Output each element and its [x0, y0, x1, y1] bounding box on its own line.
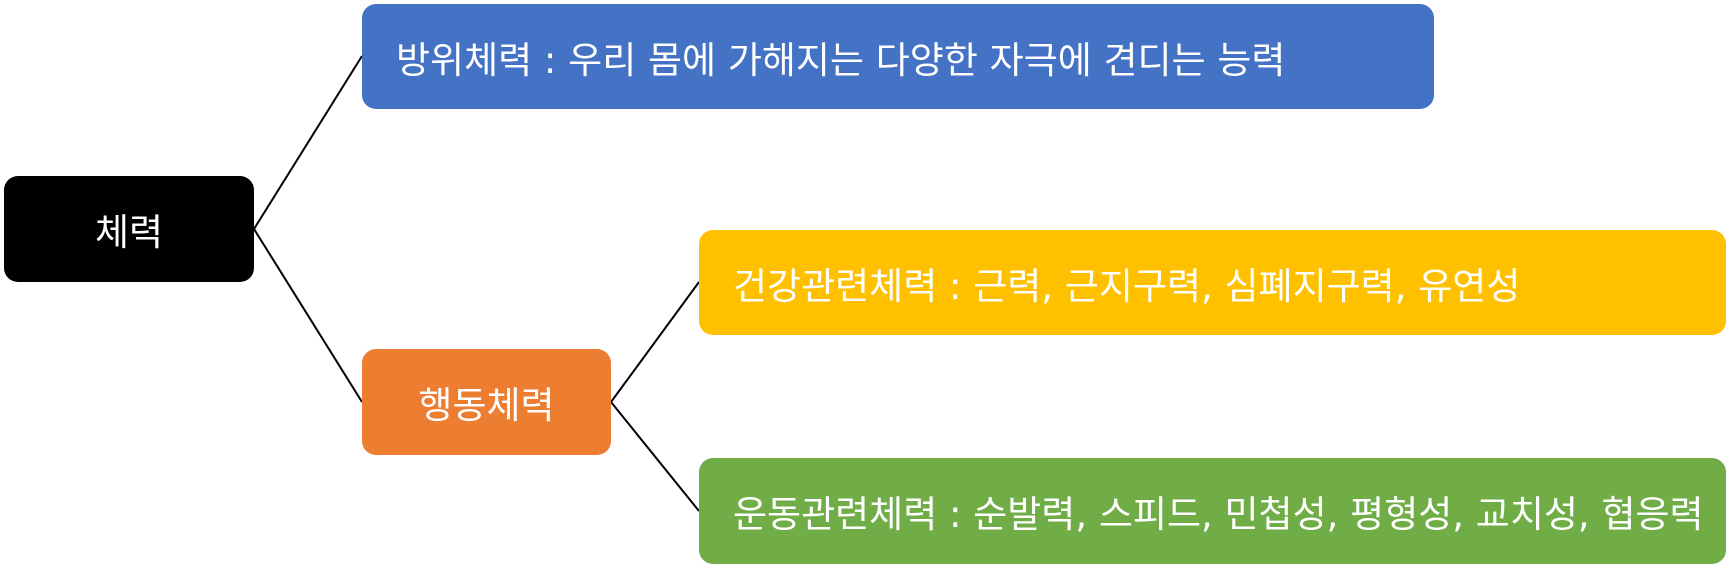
edge-root-behavior — [253, 228, 363, 403]
node-behavioral-fitness: 행동체력 — [362, 349, 611, 455]
node-health-related-fitness: 건강관련체력 : 근력, 근지구력, 심폐지구력, 유연성 — [699, 230, 1726, 335]
node-fitness-root-label: 체력 — [94, 211, 164, 254]
node-fitness-root: 체력 — [4, 176, 254, 282]
node-defensive-fitness: 방위체력 : 우리 몸에 가해지는 다양한 자극에 견디는 능력 — [362, 4, 1434, 109]
node-behavioral-fitness-label: 행동체력 — [418, 384, 555, 427]
node-skill-related-fitness: 운동관련체력 : 순발력, 스피드, 민첩성, 평형성, 교치성, 협응력 — [699, 458, 1726, 564]
node-health-related-fitness-label: 건강관련체력 : 근력, 근지구력, 심폐지구력, 유연성 — [733, 264, 1521, 308]
edge-root-defense — [253, 55, 363, 230]
edge-behavior-motor — [610, 401, 700, 512]
node-defensive-fitness-label: 방위체력 : 우리 몸에 가해지는 다양한 자극에 견디는 능력 — [396, 38, 1286, 82]
node-skill-related-fitness-label: 운동관련체력 : 순발력, 스피드, 민첩성, 평형성, 교치성, 협응력 — [733, 493, 1704, 536]
edge-behavior-health — [610, 281, 700, 403]
